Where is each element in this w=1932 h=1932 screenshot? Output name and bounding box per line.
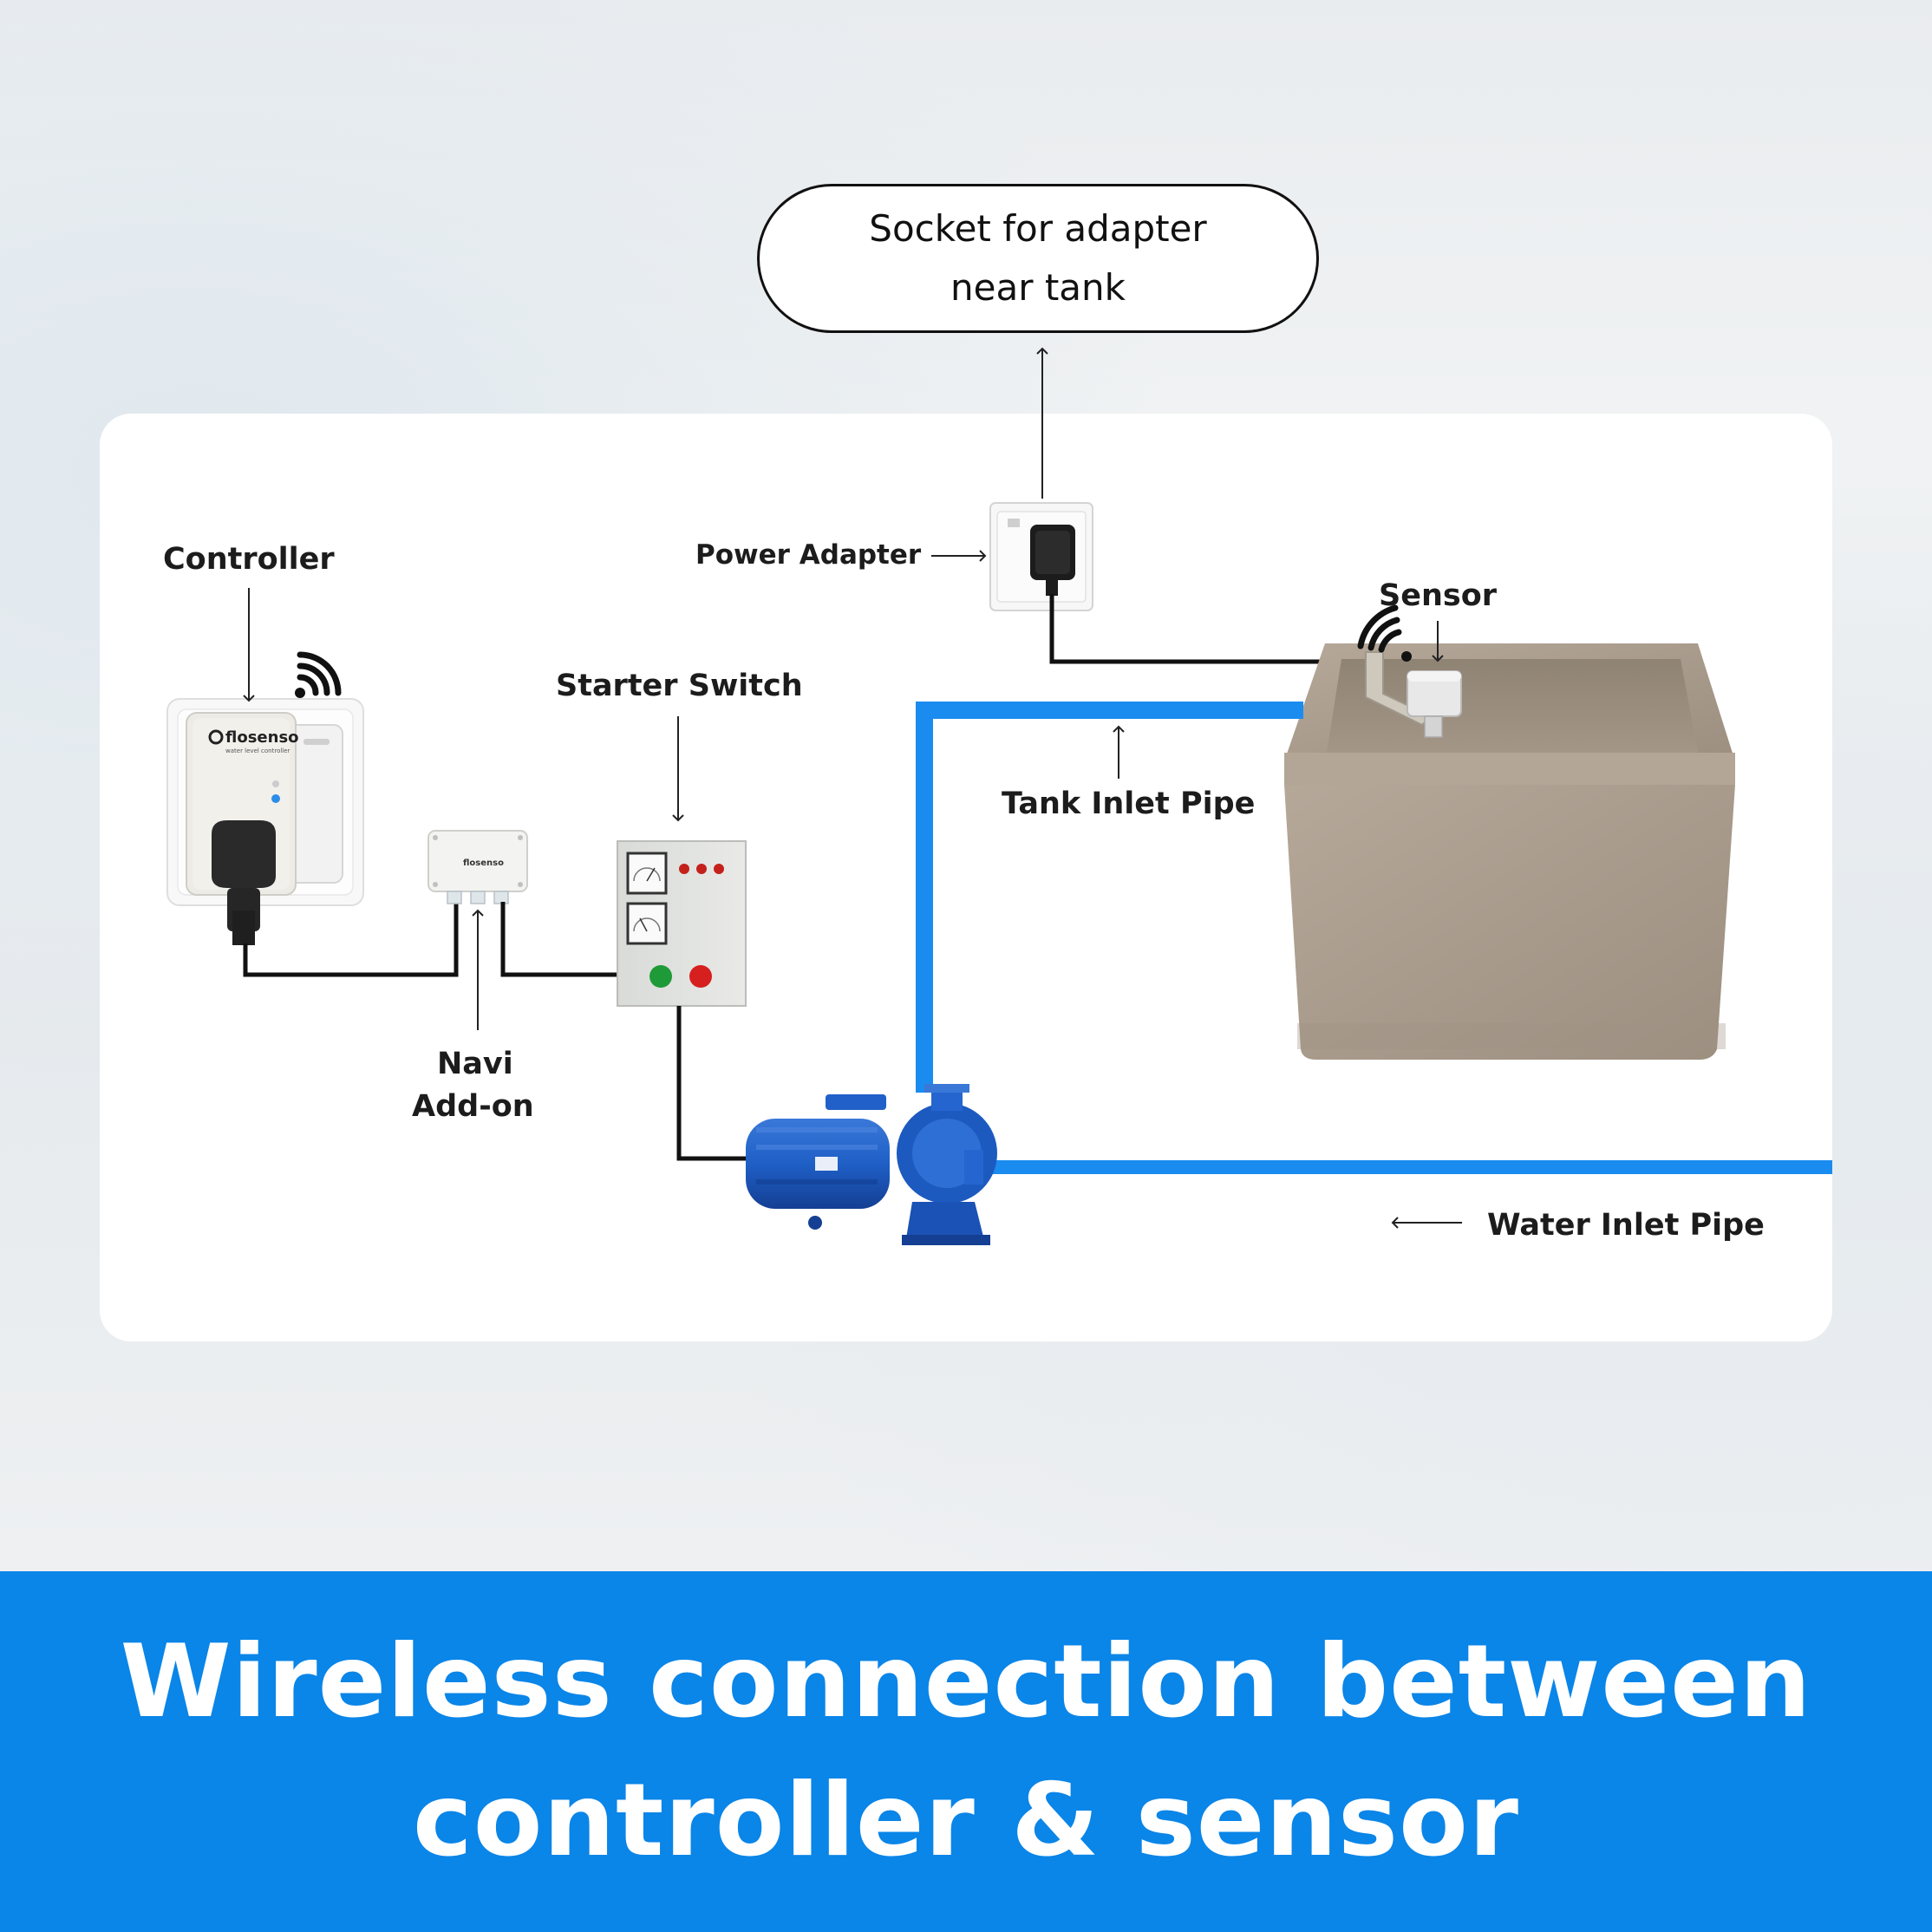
label-water-inlet-pipe: Water Inlet Pipe	[1487, 1208, 1765, 1243]
starter-switch-device	[617, 840, 747, 1007]
wire-navi-to-starter	[500, 902, 617, 977]
banner-line1: Wireless connection between	[120, 1623, 1812, 1740]
tank-inlet-pipe	[916, 702, 1303, 1093]
label-navi-line2: Add-on	[412, 1089, 534, 1124]
label-controller: Controller	[163, 542, 335, 577]
controller-wifi-icon	[295, 651, 342, 698]
wire-controller-to-navi	[243, 902, 459, 977]
system-diagram: flosenso water level controller flosenso	[163, 347, 1832, 1245]
sensor-wifi-icon	[1357, 604, 1412, 662]
socket-callout-line1: Socket for adapter	[869, 207, 1207, 250]
controller-tagline: water level controller	[225, 747, 290, 754]
navi-addon-brand: flosenso	[463, 858, 504, 868]
controller-logo-icon	[208, 729, 224, 745]
power-adapter-device	[989, 502, 1093, 611]
bottom-banner: Wireless connection between controller &…	[0, 1571, 1932, 1932]
socket-callout-line2: near tank	[950, 266, 1126, 309]
label-navi-line1: Navi	[437, 1047, 513, 1081]
wire-starter-to-pump	[676, 1006, 751, 1161]
socket-callout: Socket for adapter near tank	[757, 184, 1319, 333]
label-sensor: Sensor	[1379, 578, 1498, 613]
controller-device	[166, 698, 364, 945]
sensor-device	[1365, 651, 1462, 738]
banner-line2: controller & sensor	[413, 1762, 1519, 1879]
water-tank	[1284, 643, 1735, 1060]
label-power-adapter: Power Adapter	[695, 539, 922, 571]
label-tank-inlet-pipe: Tank Inlet Pipe	[1002, 787, 1255, 821]
navi-addon-device	[428, 830, 528, 904]
label-starter-switch: Starter Switch	[556, 669, 803, 703]
water-pump	[746, 1084, 997, 1245]
wire-adapter-to-sensor	[1049, 594, 1368, 664]
controller-brand: flosenso	[225, 728, 299, 747]
